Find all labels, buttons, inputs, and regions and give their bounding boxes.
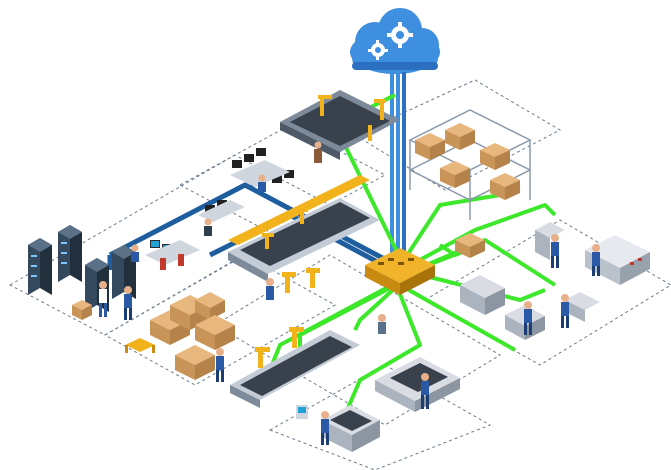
storage-shelf (408, 109, 532, 220)
worker-icon (131, 174, 266, 262)
cardboard-box-icon (415, 123, 520, 258)
worker-icon (524, 234, 600, 335)
robot-arm-icon (262, 208, 320, 293)
worker-icon (216, 348, 224, 382)
worker-icon (321, 373, 429, 445)
worker-icon (266, 278, 274, 300)
zone-cutting (268, 364, 492, 470)
worker-icon (99, 281, 132, 320)
forklift-pallet-icon (125, 338, 155, 353)
gear-icon (368, 22, 413, 60)
robot-arm-icon (318, 95, 386, 141)
cloud-uplink (390, 72, 406, 262)
cardboard-box-icon (150, 292, 235, 380)
conveyor-icon (230, 330, 360, 408)
desk-group (145, 160, 290, 270)
server-rack-icon (28, 225, 136, 312)
zone-machining (424, 219, 671, 366)
cardboard-box-icon (72, 300, 92, 320)
conveyor-icon (280, 90, 400, 160)
worker-icon (314, 141, 322, 163)
robot-arm-icon (255, 327, 304, 368)
network-hub-icon (365, 248, 435, 295)
zone-assembly (214, 254, 501, 426)
zone-storage-top (353, 79, 562, 191)
zone-warehouse (103, 254, 337, 386)
worker-icon (378, 314, 386, 334)
